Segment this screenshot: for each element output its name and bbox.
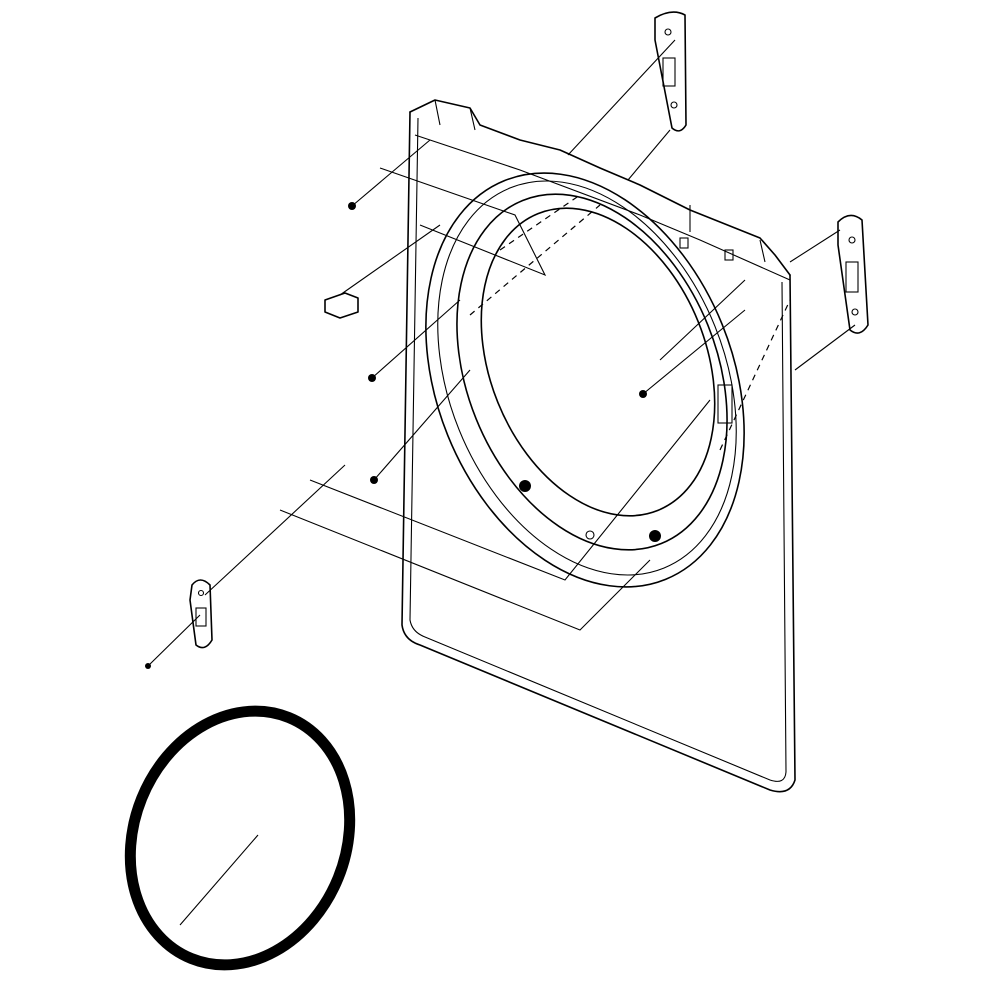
front-panel bbox=[401, 99, 796, 793]
top-hinge bbox=[654, 11, 687, 132]
ring-hole bbox=[519, 480, 531, 492]
door-ring bbox=[425, 172, 745, 588]
door-glass bbox=[480, 207, 716, 517]
gasket-ring bbox=[124, 705, 356, 971]
screws bbox=[145, 202, 647, 669]
latch bbox=[324, 292, 359, 319]
right-hinge bbox=[837, 214, 869, 334]
left-hinge bbox=[189, 579, 213, 649]
leader-lines bbox=[147, 39, 856, 926]
latch-housing bbox=[717, 384, 733, 424]
ring-hole bbox=[649, 530, 661, 542]
